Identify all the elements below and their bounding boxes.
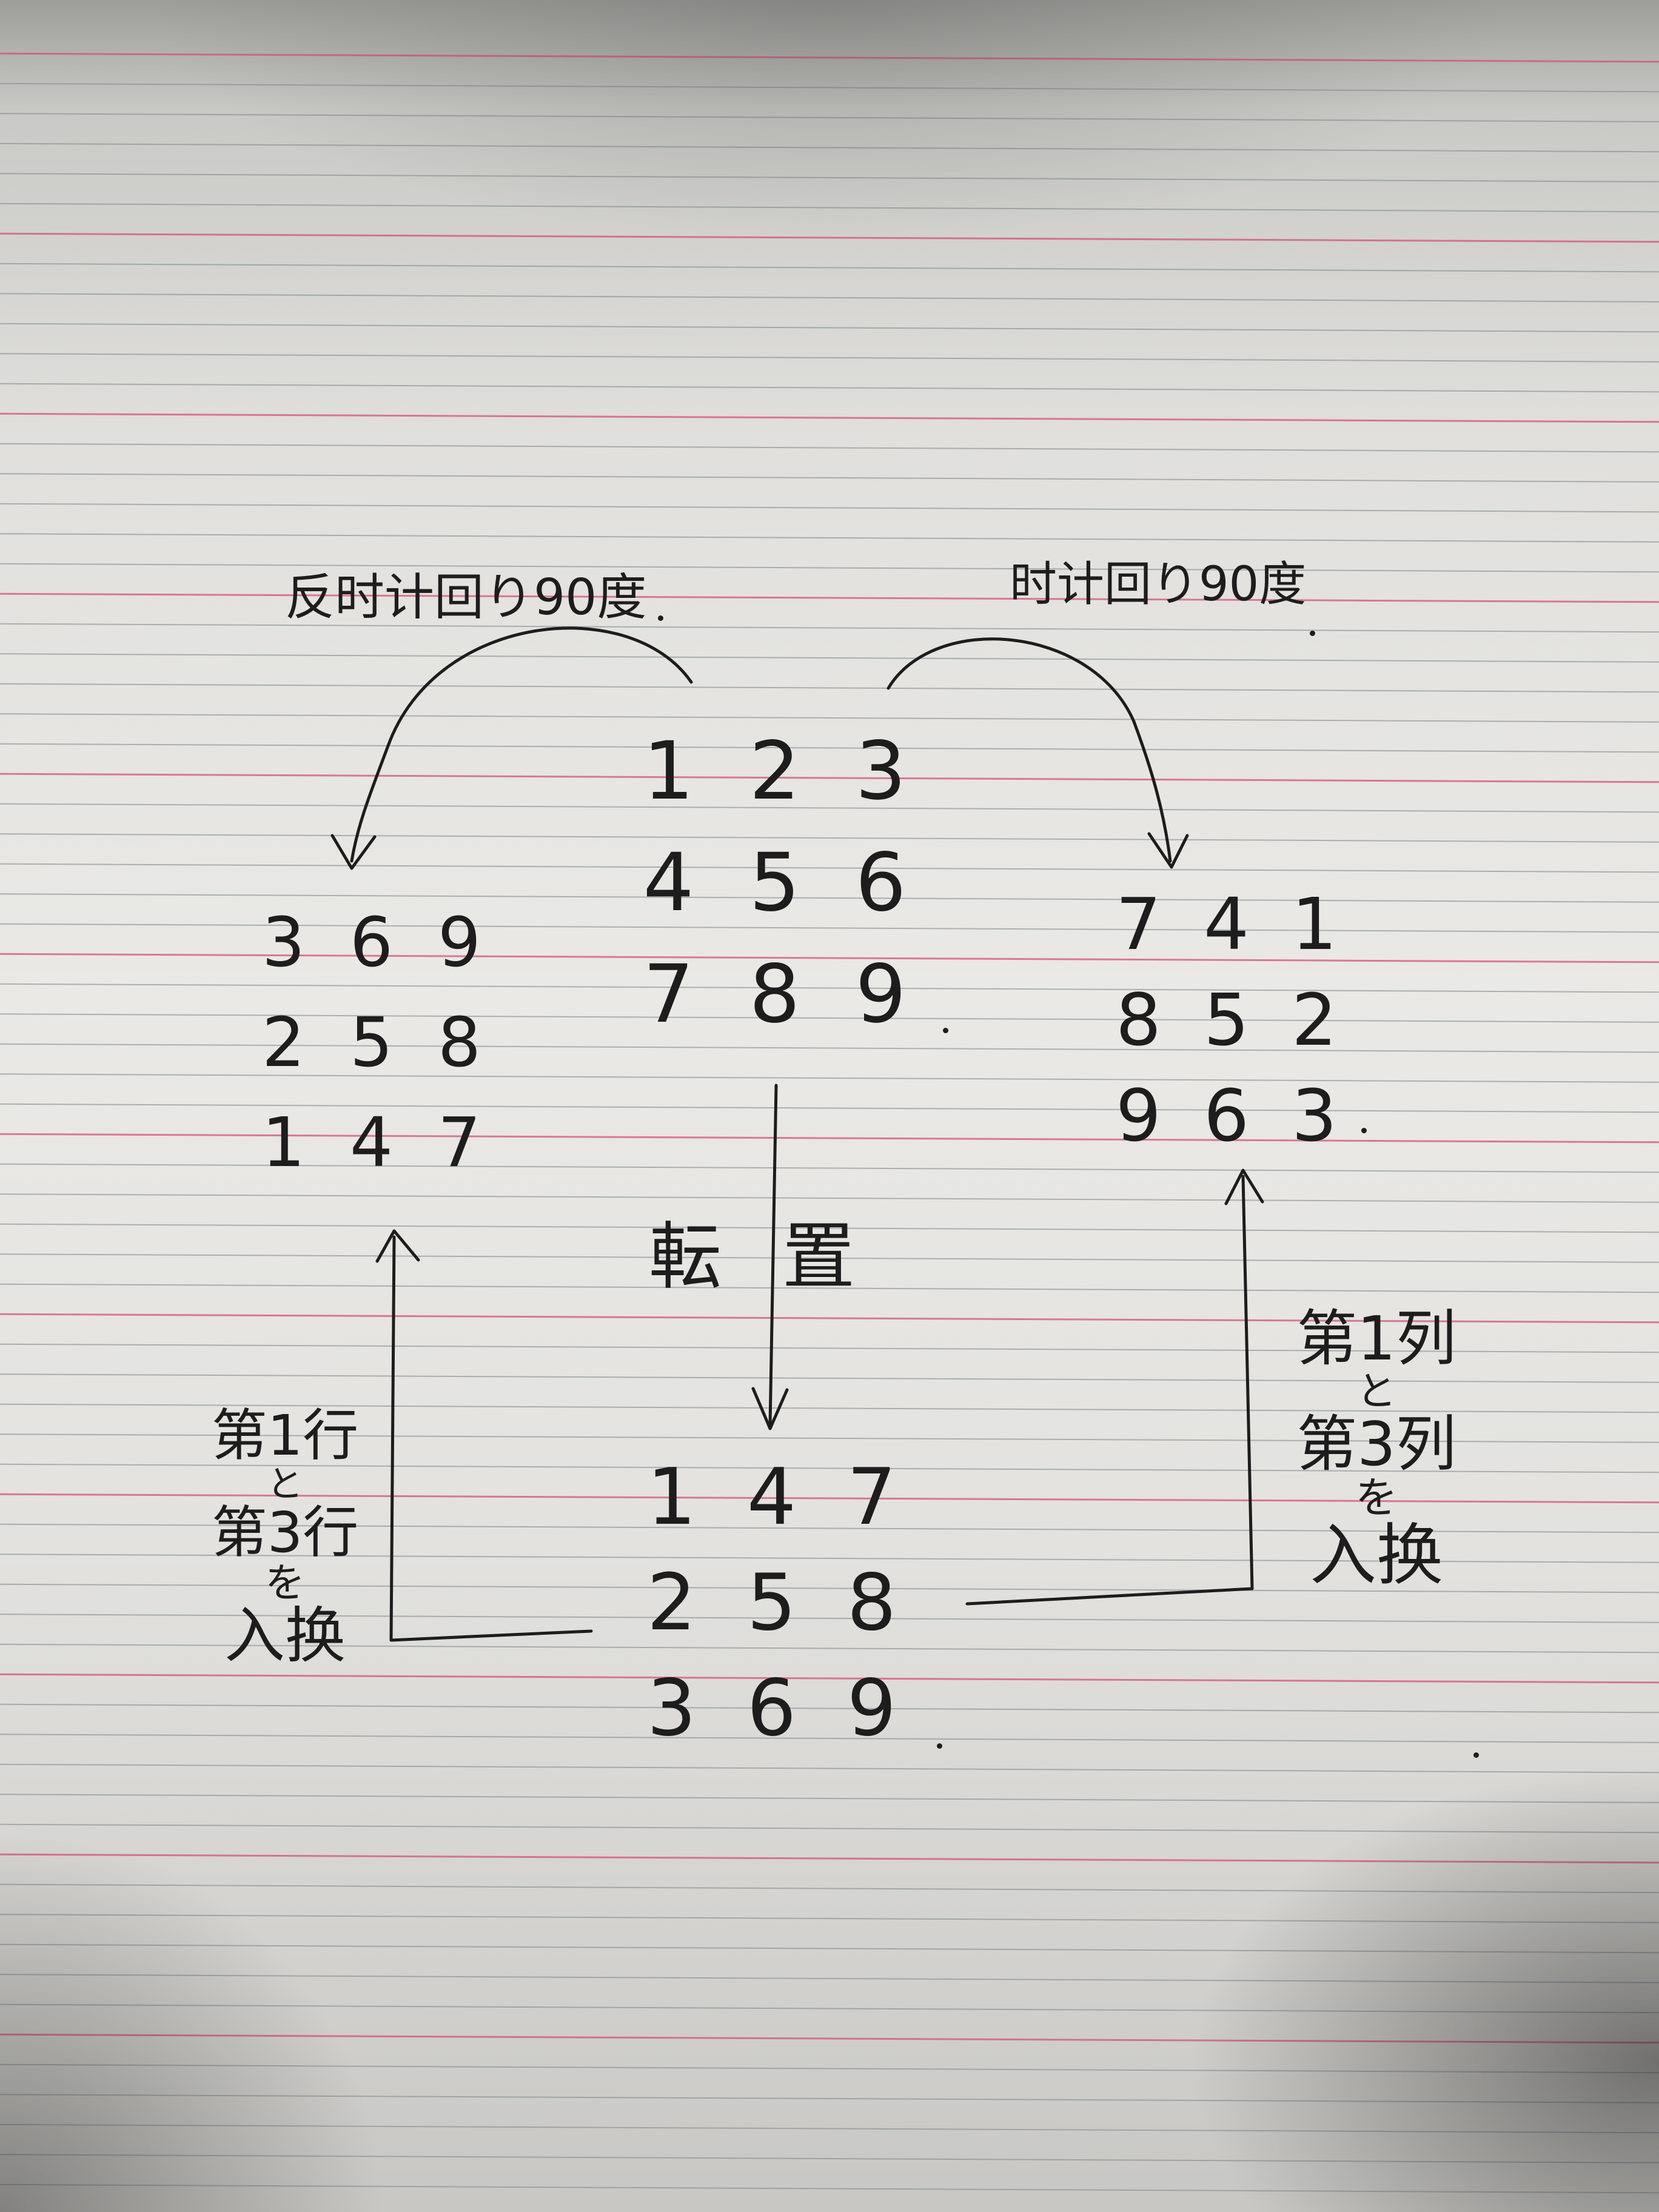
matrix-cell: 8 (846, 1558, 897, 1648)
matrix-cell: 7 (1115, 882, 1162, 966)
clockwise-label: 时计回り90度 (1010, 557, 1307, 612)
clockwise-matrix: 7 4 1 8 5 2 9 6 3 (1094, 882, 1358, 1158)
matrix-row: 8 5 2 (1094, 978, 1358, 1062)
transpose-label-1: 転 (649, 1215, 722, 1299)
swap-cols-line-1: 第1列 (1296, 1303, 1456, 1374)
matrix-cell: 6 (746, 1663, 797, 1754)
matrix-cell: 1 (646, 1452, 697, 1543)
matrix-row: 3 6 9 (240, 903, 503, 982)
matrix-cell: 5 (746, 1558, 797, 1648)
original-matrix: 1 2 3 4 5 6 7 8 9 (615, 725, 934, 1041)
matrix-cell: 9 (846, 1663, 897, 1754)
matrix-cell: 5 (1203, 978, 1250, 1062)
transposed-period (937, 1743, 942, 1749)
swap-cols-period (1473, 1752, 1479, 1758)
matrix-row: 7 4 1 (1094, 882, 1358, 966)
matrix-cell: 8 (1115, 978, 1162, 1062)
matrix-cell: 9 (1115, 1074, 1162, 1158)
swap-cols-note: 第1列 と 第3列 を 入换 (1279, 1307, 1473, 1590)
matrix-row: 2 5 8 (622, 1558, 922, 1648)
matrix-cell: 8 (437, 1004, 481, 1082)
swap-rows-line-5: 入换 (224, 1600, 346, 1672)
swap-rows-note: 第1行 と 第3行 を 入换 (194, 1403, 376, 1672)
matrix-row: 1 4 7 (240, 1104, 503, 1182)
matrix-cell: 7 (437, 1104, 481, 1182)
matrix-cell: 6 (1203, 1074, 1250, 1158)
transposed-matrix: 1 4 7 2 5 8 3 6 9 (622, 1452, 922, 1754)
matrix-row: 1 2 3 (615, 725, 934, 818)
matrix-cell: 3 (646, 1663, 697, 1754)
matrix-cell: 4 (643, 836, 694, 930)
matrix-cell: 5 (749, 836, 800, 930)
matrix-cell: 3 (261, 903, 306, 982)
matrix-row: 4 5 6 (615, 836, 934, 930)
matrix-cell: 7 (643, 948, 694, 1041)
matrix-cell: 4 (746, 1452, 797, 1543)
matrix-row: 1 4 7 (622, 1452, 922, 1543)
swap-cols-line-4: を (1355, 1473, 1398, 1523)
swap-rows-line-3: 第3行 (211, 1500, 359, 1565)
counterclockwise-matrix: 3 6 9 2 5 8 1 4 7 (240, 903, 503, 1182)
swap-cols-elbow-arrow-icon (965, 1168, 1264, 1606)
matrix-cell: 6 (855, 836, 907, 930)
counterclockwise-label: 反时计回り90度 (285, 569, 647, 626)
matrix-row: 3 6 9 (622, 1663, 922, 1754)
matrix-row: 9 6 3 (1094, 1074, 1358, 1158)
matrix-cell: 2 (646, 1558, 697, 1648)
swap-cols-line-2: と (1356, 1368, 1396, 1415)
swap-rows-elbow-arrow-icon (375, 1229, 593, 1642)
swap-rows-line-1: 第1行 (211, 1403, 359, 1468)
label-period-2 (1310, 631, 1315, 636)
label-period-1 (658, 615, 663, 621)
clockwise-period (1361, 1128, 1367, 1133)
matrix-cell: 9 (855, 948, 907, 1041)
matrix-cell: 3 (855, 725, 907, 818)
transpose-label-2: 置 (782, 1215, 855, 1299)
swap-rows-line-2: と (267, 1463, 303, 1506)
matrix-cell: 2 (1291, 978, 1338, 1062)
matrix-cell: 3 (1291, 1074, 1338, 1158)
original-period (943, 1028, 948, 1033)
matrix-cell: 2 (749, 725, 800, 818)
matrix-cell: 6 (349, 903, 394, 982)
matrix-cell: 4 (349, 1104, 394, 1182)
matrix-cell: 2 (261, 1004, 306, 1082)
swap-rows-line-4: を (265, 1560, 305, 1607)
matrix-cell: 9 (437, 903, 481, 982)
matrix-cell: 1 (643, 725, 694, 818)
swap-cols-line-3: 第3列 (1296, 1409, 1456, 1480)
matrix-cell: 5 (349, 1004, 394, 1082)
matrix-row: 7 8 9 (615, 948, 934, 1041)
matrix-row: 2 5 8 (240, 1004, 503, 1082)
matrix-cell: 7 (846, 1452, 897, 1543)
swap-cols-line-5: 入换 (1310, 1516, 1443, 1594)
matrix-cell: 8 (749, 948, 800, 1041)
matrix-cell: 4 (1203, 882, 1250, 966)
matrix-cell: 1 (261, 1104, 306, 1182)
matrix-cell: 1 (1291, 882, 1338, 966)
